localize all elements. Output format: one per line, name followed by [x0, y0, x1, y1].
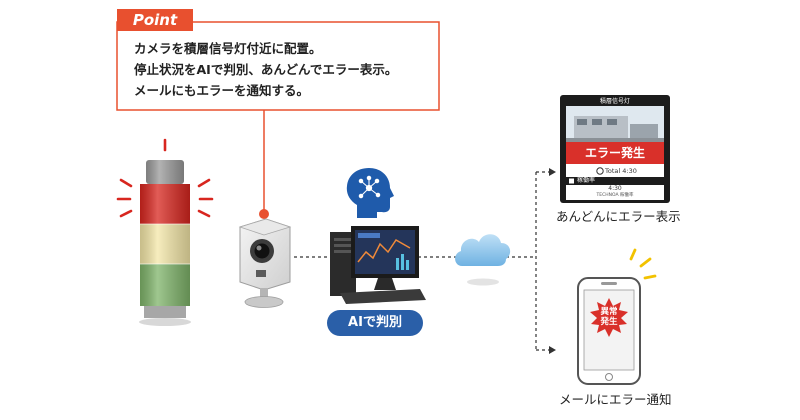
- andon-bar: [566, 177, 664, 185]
- andon-value: 4:30: [608, 185, 622, 192]
- andon-caption: あんどんにエラー表示: [556, 209, 681, 224]
- smartphone-icon: [577, 248, 657, 385]
- ai-judgement-label: AIで判別: [327, 310, 423, 336]
- andon-error-text: エラー発生: [584, 146, 645, 160]
- point-line-1: カメラを積層信号灯付近に配置。: [134, 41, 322, 56]
- callout-leader-dot: [259, 209, 269, 219]
- point-description: カメラを積層信号灯付近に配置。 停止状況をAIで判別、あんどんでエラー表示。 メ…: [134, 38, 434, 101]
- alert-rays: [116, 138, 214, 218]
- point-callout-frame: [116, 21, 440, 111]
- signal-tower-base: [144, 306, 186, 318]
- alert-burst-badge: [590, 298, 628, 337]
- camera-icon: [238, 218, 292, 308]
- andon-row-label: 稼働率: [577, 177, 596, 184]
- phone-alert-line-1: 異常: [600, 307, 618, 317]
- signal-tower: [116, 138, 214, 326]
- pc-keyboard: [340, 289, 426, 304]
- notification-rays: [629, 248, 657, 280]
- point-callout: [116, 21, 440, 219]
- point-tab: Point: [117, 9, 193, 31]
- andon-footer: TECHNOA 稼働率: [596, 193, 634, 198]
- cloud-icon: [455, 234, 511, 286]
- andon-header: 積層信号灯: [599, 98, 630, 105]
- arrow-to-phone-icon: [549, 346, 556, 354]
- ai-brain-icon: [346, 168, 394, 218]
- point-line-2: 停止状況をAIで判別、あんどんでエラー表示。: [134, 62, 398, 77]
- arrow-to-andon-icon: [549, 168, 556, 176]
- andon-total: Total 4:30: [605, 167, 637, 175]
- andon-error-banner: [566, 142, 664, 164]
- phone-alert-badge: 異常 発生: [594, 307, 624, 327]
- point-line-3: メールにもエラーを通知する。: [134, 83, 310, 98]
- pc-icon: [330, 226, 426, 304]
- mail-caption: メールにエラー通知: [559, 392, 672, 407]
- phone-alert-line-2: 発生: [600, 317, 618, 327]
- andon-display: [560, 95, 670, 203]
